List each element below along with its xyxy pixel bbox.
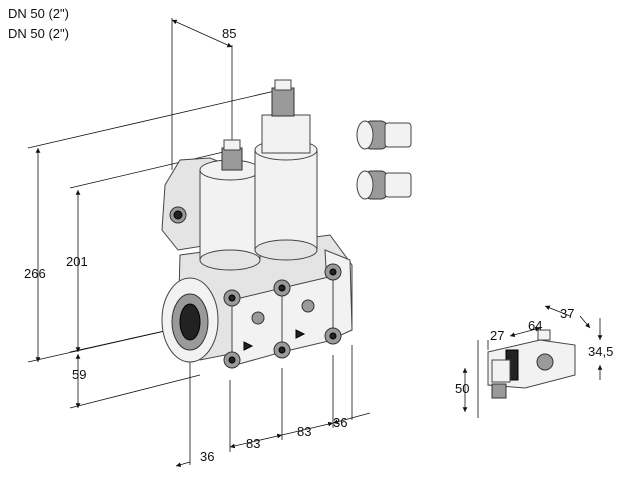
module-screws: [223, 263, 342, 369]
dim-coil-length: 64: [528, 318, 542, 333]
header-line-2: DN 50 (2"): [8, 26, 69, 41]
dim-actuator-height: 201: [66, 254, 88, 269]
coil-connector-detail: [462, 305, 603, 418]
dim-coil-width: 27: [490, 328, 504, 343]
dim-coil-side: 37: [560, 306, 574, 321]
dim-module-width-2: 83: [297, 424, 311, 439]
dim-right-offset: 36: [333, 415, 347, 430]
dimension-labels: 85 266 201 59 36 83 83 36 27 64 37 34,5 …: [24, 26, 613, 464]
dimension-lines: [27, 18, 371, 467]
dim-coil-height: 50: [455, 381, 469, 396]
dim-pipe-axis-height: 59: [72, 367, 86, 382]
dim-total-height: 266: [24, 266, 46, 281]
cable-glands: [356, 120, 412, 200]
dim-module-width-1: 83: [246, 436, 260, 451]
valve-assembly: [161, 79, 353, 369]
header-line-1: DN 50 (2"): [8, 6, 69, 21]
dim-bottom-offset: 36: [200, 449, 214, 464]
dim-top-depth: 85: [222, 26, 236, 41]
dim-coil-depth: 34,5: [588, 344, 613, 359]
